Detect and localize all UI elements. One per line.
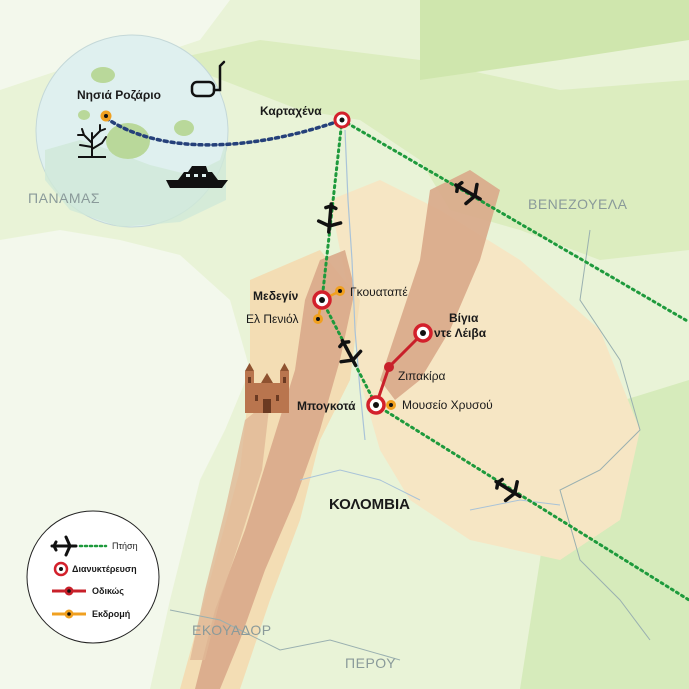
flight-cartagena-east <box>340 118 689 324</box>
plane-icon <box>338 338 363 368</box>
flight-bogota-southeast <box>374 403 689 602</box>
legend-excursion-label: Εκδρομή <box>92 609 131 619</box>
label-peru: ΠΕΡΟΥ <box>345 655 397 671</box>
legend-road-symbol <box>52 586 86 596</box>
label-bogota: Μπογκοτά <box>297 399 356 413</box>
venezuela-land <box>420 0 689 80</box>
island-1 <box>91 67 115 83</box>
label-villa-line2: ντε Λέιβα <box>434 326 487 340</box>
ecuador-border <box>169 609 401 661</box>
coral-icon <box>77 124 107 158</box>
island-2 <box>106 123 150 159</box>
river-south <box>299 469 421 501</box>
island-4 <box>78 110 90 120</box>
marker-bogota <box>366 395 386 415</box>
legend-overnight-symbol <box>53 561 69 577</box>
marker-villa-de-leyva <box>413 323 433 343</box>
legend-road-label: Οδικώς <box>92 586 124 596</box>
inset-coast <box>45 140 226 227</box>
venezuela-border <box>559 229 651 641</box>
marker-guatape <box>335 286 345 296</box>
plane-icon <box>316 202 343 234</box>
marker-penol <box>313 314 323 324</box>
label-gold-museum: Μουσείο Χρυσού <box>402 398 493 412</box>
label-rosario: Νησιά Ροζάριο <box>77 88 161 102</box>
label-panama: ΠΑΝΑΜΑΣ <box>28 190 101 206</box>
label-guatape: Γκουαταπέ <box>350 285 408 299</box>
western-cordillera <box>190 400 270 660</box>
label-medellin: Μεδεγίν <box>253 289 299 303</box>
boat-route <box>104 116 344 147</box>
marker-rosario <box>100 110 112 122</box>
plane-icon <box>454 180 482 206</box>
island-3 <box>174 120 194 136</box>
label-zipaquira: Ζιπακίρα <box>398 369 446 383</box>
label-ecuador: ΕΚΟΥΑΔΟΡ <box>192 622 272 638</box>
legend-overnight-label: Διανυκτέρευση <box>72 564 137 574</box>
marker-zipaquira <box>384 362 394 372</box>
label-villa-line1: Βίγια <box>449 311 479 325</box>
legend-flight-symbol <box>50 535 108 557</box>
boat-icon <box>166 166 228 188</box>
marker-medellin <box>312 290 332 310</box>
marker-cartagena <box>333 111 351 129</box>
highland-plateau <box>330 180 640 560</box>
legend-circle <box>26 510 160 644</box>
label-cartagena: Καρταχένα <box>260 104 322 118</box>
river-east <box>469 499 561 511</box>
legend-excursion-symbol <box>52 609 86 619</box>
magdalena-river <box>344 129 366 441</box>
snorkel-icon <box>190 60 226 98</box>
label-venezuela: ΒΕΝΕΖΟΥΕΛΑ <box>528 196 628 212</box>
marker-gold-museum <box>386 400 396 410</box>
cathedral-icon <box>245 363 289 413</box>
northern-lowlands <box>170 40 689 260</box>
legend-flight-label: Πτήση <box>112 541 138 551</box>
label-penol: Ελ Πενιόλ <box>246 312 299 326</box>
label-colombia: ΚΟΛΟΜΒΙΑ <box>329 496 411 513</box>
central-cordillera <box>195 250 355 689</box>
plane-icon <box>494 477 522 503</box>
eastern-cordillera <box>380 170 500 400</box>
